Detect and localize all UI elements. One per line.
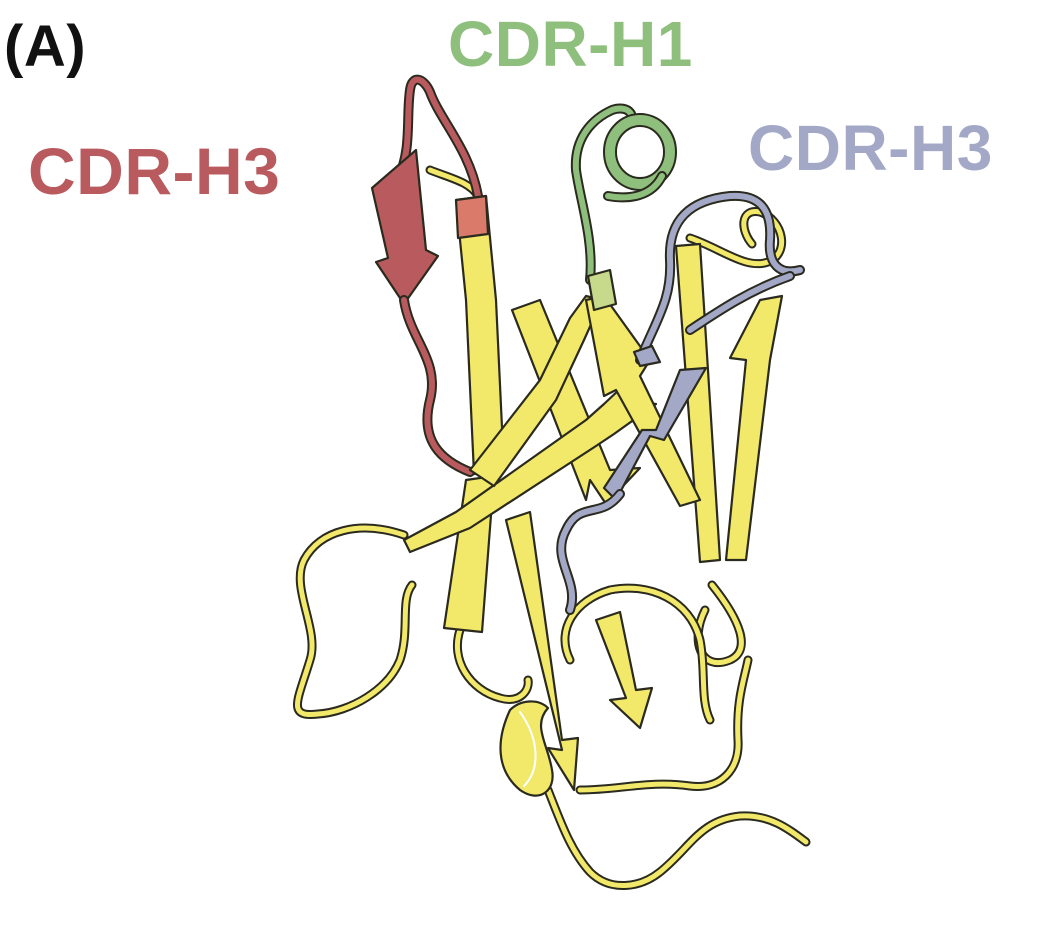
cdr-h3-left-strand bbox=[370, 148, 440, 306]
framework-strand-8 bbox=[584, 294, 702, 508]
cdr-h3-right-region bbox=[556, 190, 805, 615]
cdr-h3-left-region bbox=[370, 74, 483, 477]
cdr-h3-right-label: CDR-H3 bbox=[748, 112, 993, 184]
cdr-h1-region bbox=[570, 103, 677, 312]
cdr-h1-label: CDR-H1 bbox=[448, 8, 693, 80]
framework-strand-10 bbox=[594, 610, 654, 730]
framework-strand-7 bbox=[674, 242, 722, 564]
panel-label: (A) bbox=[4, 14, 87, 79]
framework-loop-left bbox=[293, 523, 417, 720]
framework-strand-4 bbox=[504, 510, 580, 792]
cdr-h3-left-label: CDR-H3 bbox=[28, 134, 281, 208]
framework-strand-9 bbox=[724, 294, 784, 562]
framework-strands bbox=[402, 194, 784, 797]
framework-helix bbox=[499, 700, 554, 797]
